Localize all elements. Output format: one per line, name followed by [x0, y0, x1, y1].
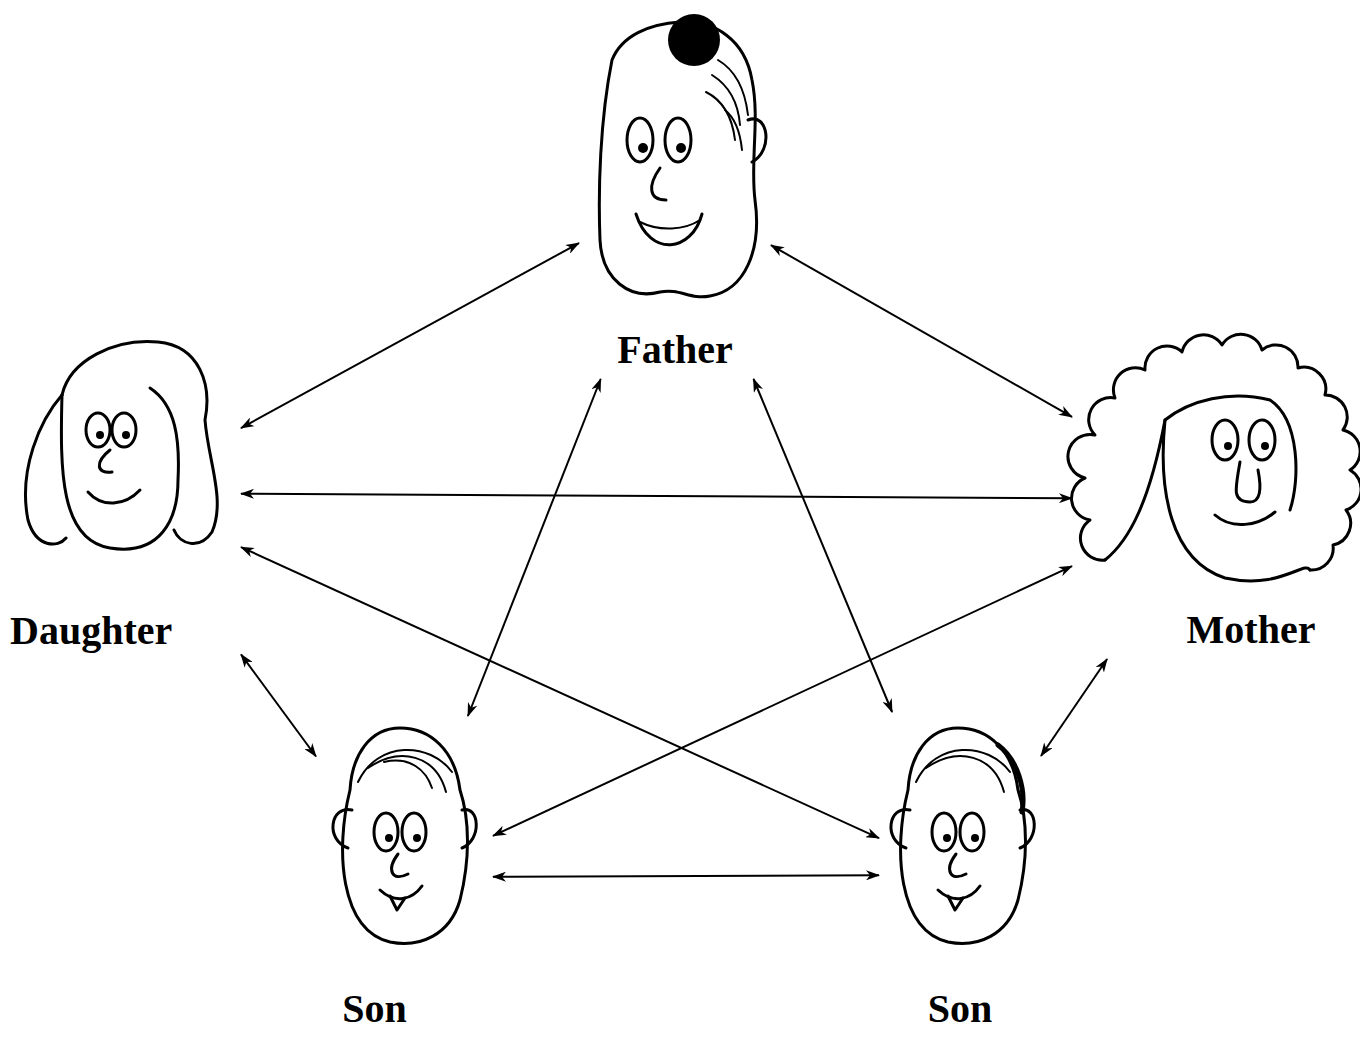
daughter-face	[26, 342, 218, 550]
son-face	[333, 728, 476, 943]
person-node: Son	[322, 722, 487, 1032]
person-node: Daughter	[10, 332, 235, 654]
son-face	[891, 728, 1034, 943]
person-node: Son	[885, 718, 1035, 1032]
relation-arrow	[771, 245, 1072, 417]
relation-arrow	[241, 547, 879, 838]
father-face	[599, 14, 766, 297]
relation-arrow	[241, 654, 316, 756]
mother-face	[1068, 334, 1360, 581]
person-label: Father	[585, 327, 765, 373]
person-node: Father	[585, 8, 765, 373]
person-label: Son	[322, 986, 487, 1032]
relation-arrow	[241, 494, 1072, 499]
person-node: Mother	[1078, 345, 1354, 653]
person-label: Daughter	[10, 608, 235, 654]
relation-arrow	[754, 379, 893, 712]
relation-arrow	[1041, 659, 1107, 756]
relation-arrow	[468, 379, 601, 716]
person-label: Son	[885, 986, 1035, 1032]
person-label: Mother	[1078, 607, 1354, 653]
relation-arrow	[493, 566, 1072, 836]
relation-arrow	[241, 243, 579, 428]
relation-arrow	[493, 875, 879, 876]
